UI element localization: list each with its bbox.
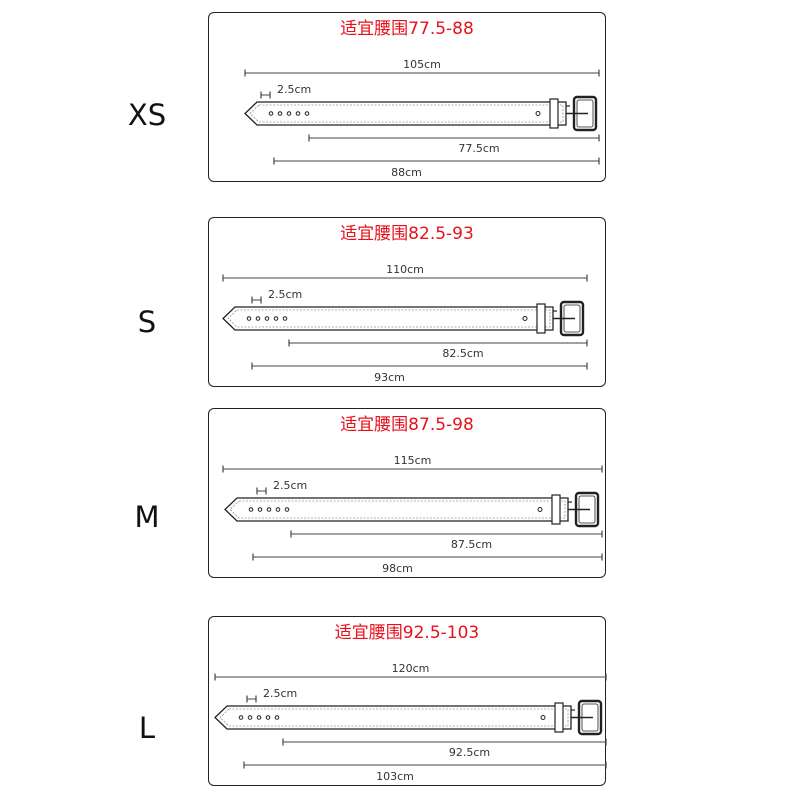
max-fit-line — [252, 553, 603, 561]
waist-range-title: 适宜腰围77.5-88 — [340, 19, 474, 39]
min-fit-label: 77.5cm — [458, 142, 499, 155]
size-label: XS — [127, 98, 167, 132]
total-length-label: 110cm — [386, 263, 424, 276]
belt-holes — [268, 111, 541, 116]
belt-strap — [222, 306, 554, 331]
waist-range-title: 适宜腰围82.5-93 — [340, 224, 474, 244]
max-fit-line — [243, 761, 607, 769]
belt-buckle-icon — [566, 95, 598, 132]
total-length-label: 105cm — [403, 58, 441, 71]
total-length-line — [214, 673, 607, 681]
total-length-line — [222, 274, 588, 282]
max-fit-line — [251, 362, 588, 370]
size-panel-l: 适宜腰围92.5-103 120cm 2.5cm 92.5cm 103cm — [208, 616, 607, 786]
belt-holes — [238, 715, 546, 720]
belt-buckle-icon — [571, 699, 603, 736]
max-fit-label: 88cm — [391, 166, 422, 179]
hole-spacing-label: 2.5cm — [277, 83, 311, 96]
belt-strap — [224, 497, 569, 522]
waist-range-title: 适宜腰围92.5-103 — [334, 623, 480, 643]
belt-keeper-icon — [554, 702, 564, 733]
min-fit-line — [282, 738, 607, 746]
total-length-line — [222, 465, 603, 473]
hole-spacing-marker — [246, 695, 257, 703]
belt-strap — [214, 705, 572, 730]
hole-spacing-marker — [251, 296, 262, 304]
min-fit-label: 82.5cm — [442, 347, 483, 360]
belt-diagram: 110cm 2.5cm 82.5cm 93cm — [222, 263, 588, 384]
size-label: S — [137, 305, 157, 339]
size-panel-xs: 适宜腰围77.5-88 105cm 2.5cm 77.5cm 88cm — [208, 12, 606, 182]
belt-strap — [244, 101, 567, 126]
size-panel-m: 适宜腰围87.5-98 115cm 2.5cm 87.5cm 98cm — [208, 408, 606, 578]
belt-keeper-icon — [536, 303, 546, 334]
size-label: L — [138, 711, 156, 745]
belt-buckle-icon — [553, 300, 585, 337]
belt-keeper-icon — [551, 494, 561, 525]
max-fit-line — [273, 157, 600, 165]
size-label: M — [134, 500, 160, 534]
total-length-line — [244, 69, 600, 77]
max-fit-label: 98cm — [382, 562, 413, 575]
total-length-label: 120cm — [392, 662, 430, 675]
hole-spacing-marker — [256, 487, 267, 495]
max-fit-label: 93cm — [374, 371, 405, 384]
min-fit-line — [308, 134, 600, 142]
min-fit-label: 92.5cm — [449, 746, 490, 759]
belt-diagram: 120cm 2.5cm 92.5cm 103cm — [214, 662, 607, 783]
total-length-label: 115cm — [394, 454, 432, 467]
belt-keeper-icon — [549, 98, 559, 129]
hole-spacing-marker — [260, 91, 271, 99]
hole-spacing-label: 2.5cm — [273, 479, 307, 492]
size-panel-s: 适宜腰围82.5-93 110cm 2.5cm 82.5cm 93cm — [208, 217, 606, 387]
belt-holes — [248, 507, 543, 512]
belt-diagram: 115cm 2.5cm 87.5cm 98cm — [222, 454, 603, 575]
hole-spacing-label: 2.5cm — [263, 687, 297, 700]
belt-diagram: 105cm 2.5cm 77.5cm 88cm — [244, 58, 600, 179]
min-fit-line — [288, 339, 588, 347]
min-fit-line — [290, 530, 603, 538]
hole-spacing-label: 2.5cm — [268, 288, 302, 301]
waist-range-title: 适宜腰围87.5-98 — [340, 415, 474, 435]
belt-buckle-icon — [568, 491, 600, 528]
max-fit-label: 103cm — [376, 770, 414, 783]
belt-holes — [246, 316, 528, 321]
min-fit-label: 87.5cm — [451, 538, 492, 551]
